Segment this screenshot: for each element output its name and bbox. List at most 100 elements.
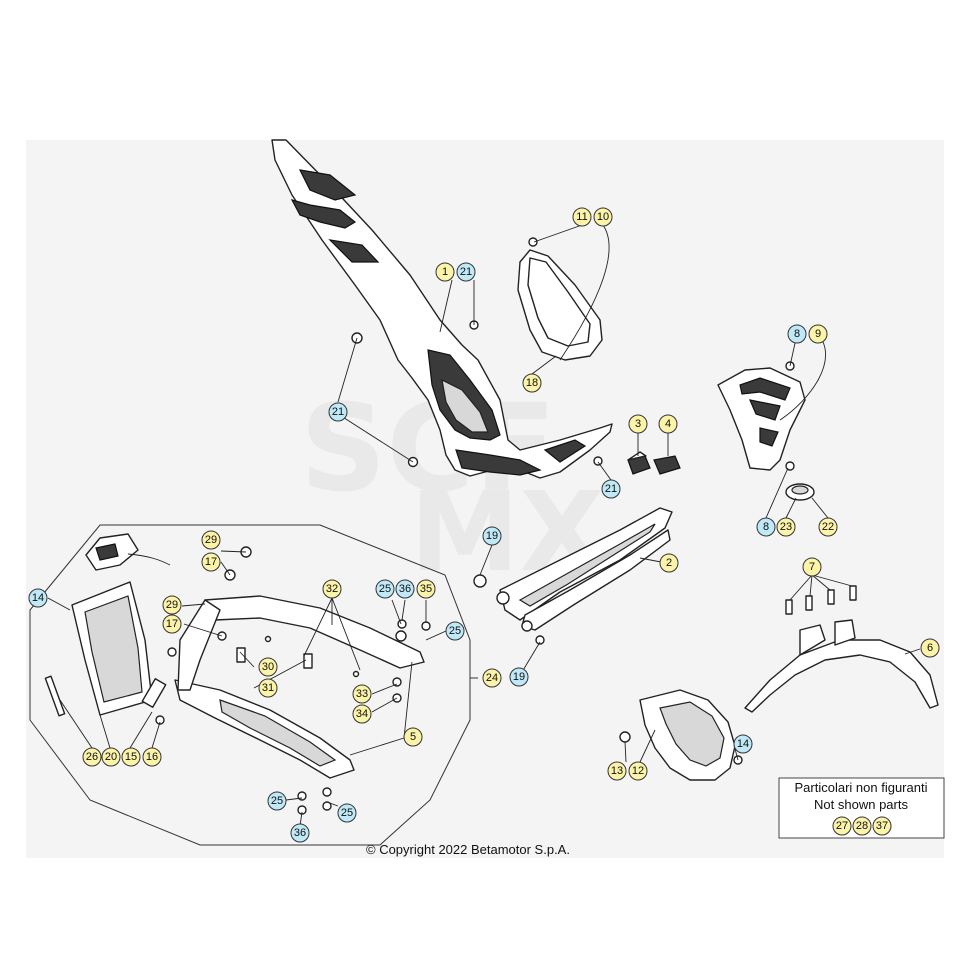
callout-18: 18 [522,373,542,393]
disc-guard-part-12 [619,689,743,781]
callout-13: 13 [607,761,627,781]
svg-text:15: 15 [125,751,137,763]
svg-text:26: 26 [86,751,98,763]
callout-31: 31 [258,678,278,698]
svg-text:25: 25 [271,795,283,807]
callout-29: 29 [162,595,182,615]
svg-text:21: 21 [605,483,617,495]
callout-15: 15 [121,747,141,767]
callout-11: 11 [572,207,592,227]
svg-text:17: 17 [205,556,217,568]
callout-8: 8 [787,324,807,344]
callout-30: 30 [258,657,278,677]
callout-28: 28 [852,816,872,836]
callout-36: 36 [290,823,310,843]
svg-text:8: 8 [763,521,769,533]
svg-text:14: 14 [737,738,749,750]
svg-text:28: 28 [856,820,868,832]
clamp-part-22 [785,483,815,501]
callout-5: 5 [403,727,423,747]
svg-text:22: 22 [822,521,834,533]
svg-text:29: 29 [166,599,178,611]
svg-text:1: 1 [442,266,448,278]
svg-text:19: 19 [513,671,525,683]
note-line-2: Not shown parts [814,797,908,812]
svg-text:10: 10 [597,211,609,223]
callout-6: 6 [920,638,940,658]
svg-text:30: 30 [262,661,274,673]
svg-text:6: 6 [927,642,933,654]
callout-17: 17 [201,552,221,572]
svg-text:24: 24 [486,672,498,684]
diagram-background [26,140,944,858]
callout-3: 3 [628,414,648,434]
callout-36: 36 [395,579,415,599]
callout-20: 20 [101,747,121,767]
svg-text:33: 33 [356,688,368,700]
svg-text:31: 31 [262,682,274,694]
plate-holder-part-20 [44,581,153,717]
callout-33: 33 [352,684,372,704]
leader-lines [47,224,921,827]
tail-light [85,533,171,571]
callout-8: 8 [756,517,776,537]
svg-text:4: 4 [665,418,671,430]
callout-16: 16 [142,747,162,767]
callout-21: 21 [601,479,621,499]
callout-14: 14 [733,734,753,754]
svg-text:25: 25 [449,625,461,637]
callout-23: 23 [776,517,796,537]
svg-text:35: 35 [420,583,432,595]
svg-text:20: 20 [105,751,117,763]
callout-26: 26 [82,747,102,767]
svg-text:32: 32 [326,583,338,595]
svg-text:36: 36 [399,583,411,595]
svg-text:9: 9 [815,328,821,340]
bolts-front [351,237,603,468]
callout-25: 25 [267,791,287,811]
callout-1: 1 [435,262,455,282]
svg-text:36: 36 [294,827,306,839]
pads-part-3-4 [627,451,681,475]
callout-2: 2 [659,553,679,573]
copyright-text: © Copyright 2022 Betamotor S.p.A. [366,842,570,857]
screws-part-7 [785,585,857,615]
svg-text:21: 21 [332,406,344,418]
note-line-1: Particolari non figuranti [795,780,928,795]
svg-text:16: 16 [146,751,158,763]
callout-12: 12 [628,761,648,781]
svg-text:12: 12 [632,765,644,777]
callout-24: 24 [482,668,502,688]
front-fairing-part-1 [271,139,613,479]
callout-22: 22 [818,517,838,537]
callout-35: 35 [416,579,436,599]
svg-text:25: 25 [379,583,391,595]
svg-text:25: 25 [341,807,353,819]
svg-text:3: 3 [635,418,641,430]
callout-29: 29 [201,530,221,550]
callout-7: 7 [802,557,822,577]
headlight-cover-part-18 [517,249,603,361]
callout-27: 27 [832,816,852,836]
rear-fender-part-6 [744,619,939,713]
callout-10: 10 [593,207,613,227]
callout-17: 17 [162,614,182,634]
not-shown-parts-box: Particolari non figuranti Not shown part… [778,777,945,839]
callout-34: 34 [352,704,372,724]
callout-19: 19 [509,667,529,687]
svg-text:18: 18 [526,377,538,389]
callout-19: 19 [482,526,502,546]
svg-text:8: 8 [794,328,800,340]
callout-25: 25 [445,621,465,641]
callouts: 1 21 11 10 18 21 3 4 21 8 9 8 23 22 19 2… [28,207,940,843]
callout-9: 9 [808,324,828,344]
callout-25: 25 [375,579,395,599]
svg-text:7: 7 [809,561,815,573]
callout-21: 21 [328,402,348,422]
svg-text:37: 37 [876,820,888,832]
svg-text:2: 2 [666,557,672,569]
svg-text:23: 23 [780,521,792,533]
subframe-part-5 [174,595,425,779]
